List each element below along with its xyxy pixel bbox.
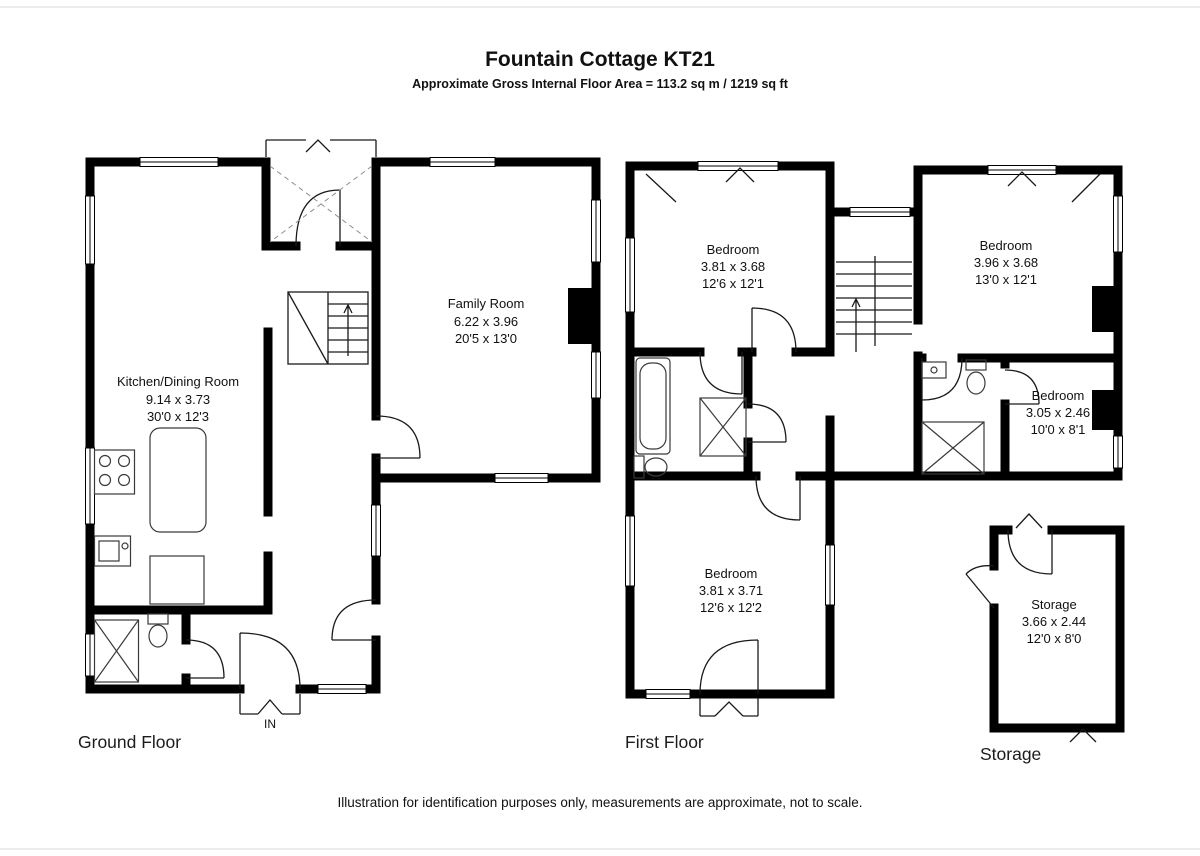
toilet-icon: [147, 613, 169, 648]
bedroom3-door-arc: [1004, 369, 1040, 405]
page-borders: [0, 6, 1200, 850]
first-floor-canopy: [699, 698, 759, 717]
room-label-imperial: 12'6 x 12'2: [700, 600, 762, 615]
first-floor-room-labels: Bedroom 3.81 x 3.68 12'6 x 12'1 Bedroom …: [699, 238, 1090, 615]
storage-walls: [989, 525, 1125, 733]
room-label-metric: 3.96 x 3.68: [974, 255, 1038, 270]
bathroom-door-arc: [185, 639, 225, 679]
chimney-breast: [1092, 390, 1118, 430]
room-label-metric: 6.22 x 3.96: [454, 314, 518, 329]
room-label-metric: 3.05 x 2.46: [1026, 405, 1090, 420]
storage-room-labels: Storage 3.66 x 2.44 12'0 x 8'0: [1022, 597, 1086, 646]
room-label-metric: 3.81 x 3.71: [699, 583, 763, 598]
ground-floor-doors: [185, 189, 421, 690]
chimney-breast: [1092, 286, 1118, 332]
storage-side-door-leaf: [965, 565, 995, 609]
storage-plan: Storage 3.66 x 2.44 12'0 x 8'0 Storage: [965, 513, 1125, 764]
shower-icon: [93, 619, 140, 683]
room-label-name: Bedroom: [980, 238, 1033, 253]
chevron-up-icon: [1069, 728, 1097, 743]
room-label-imperial: 30'0 x 12'3: [147, 409, 209, 424]
stove-icon: [93, 449, 136, 495]
ground-floor-windows: [85, 157, 601, 694]
rear-entrance-canopy: IN: [239, 694, 301, 731]
ground-floor-room-labels: Kitchen/Dining Room 9.14 x 3.73 30'0 x 1…: [117, 296, 524, 424]
room-label-name: Kitchen/Dining Room: [117, 374, 239, 389]
ground-bathroom-fixtures: [93, 613, 169, 683]
sink-icon: [921, 361, 947, 379]
room-label-name: Bedroom: [1032, 388, 1085, 403]
room-label-name: Family Room: [448, 296, 525, 311]
window-chevrons: [725, 167, 1037, 187]
room-label-metric: 3.81 x 3.68: [701, 259, 765, 274]
bathroom2-door-arc: [921, 357, 963, 401]
chimney-breast: [568, 288, 596, 344]
room-label-imperial: 10'0 x 8'1: [1031, 422, 1086, 437]
room-label-name: Bedroom: [707, 242, 760, 257]
room-label-imperial: 13'0 x 12'1: [975, 272, 1037, 287]
chevron-up-icon: [1007, 171, 1037, 187]
bedroom4-door-arc: [755, 475, 801, 521]
storage-doors: [965, 529, 1053, 609]
family-room-door-arc: [375, 415, 421, 459]
kitchen-fixtures: [93, 427, 207, 605]
room-label-imperial: 20'5 x 13'0: [455, 331, 517, 346]
page-subtitle: Approximate Gross Internal Floor Area = …: [412, 77, 789, 91]
in-arrow-icon: [257, 699, 283, 715]
storage-door-arc: [1007, 529, 1053, 575]
front-door-arc: [295, 189, 341, 247]
storage-label: Storage: [980, 744, 1041, 764]
front-porch: [265, 139, 377, 243]
first-floor-windows: [625, 161, 1123, 699]
header: Fountain Cottage KT21 Approximate Gross …: [412, 48, 789, 91]
shower-icon: [699, 397, 747, 457]
chevron-up-icon: [305, 139, 331, 153]
porch-door-arc: [699, 639, 759, 695]
bathtub-icon: [635, 357, 671, 455]
chevron-up-icon: [725, 167, 755, 183]
room-label-name: Storage: [1031, 597, 1077, 612]
room-label-imperial: 12'0 x 8'0: [1027, 631, 1082, 646]
toilet-icon: [965, 359, 987, 395]
room-label-imperial: 12'6 x 12'1: [702, 276, 764, 291]
entrance-label: IN: [264, 717, 276, 731]
ground-floor-label: Ground Floor: [78, 732, 181, 752]
ground-floor-plan: IN Kitchen/Dining Room 9.14 x 3.73 30'0 …: [78, 139, 601, 752]
disclaimer-text: Illustration for identification purposes…: [337, 795, 862, 810]
sink-icon: [93, 535, 132, 567]
bathroom2-fixtures: [921, 359, 987, 475]
kitchen-island: [149, 427, 207, 533]
room-label-name: Bedroom: [705, 566, 758, 581]
stairs-icon: [836, 256, 912, 352]
bathroom1-door-arc: [699, 351, 743, 395]
kitchen-counter: [149, 555, 205, 605]
room-label-metric: 9.14 x 3.73: [146, 392, 210, 407]
closet-door-leaf: [645, 173, 677, 203]
bathroom1-fixtures: [633, 357, 747, 479]
toilet-icon: [633, 455, 668, 479]
chevron-up-icon: [714, 701, 744, 717]
storage-chevrons: [1015, 513, 1097, 743]
bedroom1-door-arc: [751, 307, 797, 353]
hall-door-arc: [747, 403, 787, 443]
stairs-icon: [287, 291, 369, 365]
page-title: Fountain Cottage KT21: [485, 48, 715, 71]
first-floor-plan: Bedroom 3.81 x 3.68 12'6 x 12'1 Bedroom …: [625, 161, 1123, 752]
chevron-up-icon: [1015, 513, 1043, 529]
shower-icon: [921, 421, 985, 475]
first-floor-label: First Floor: [625, 732, 704, 752]
back-door-arc: [331, 599, 377, 641]
closet-door-leaf: [1071, 173, 1101, 203]
rear-entrance-door-arc: [239, 632, 301, 690]
room-label-metric: 3.66 x 2.44: [1022, 614, 1086, 629]
